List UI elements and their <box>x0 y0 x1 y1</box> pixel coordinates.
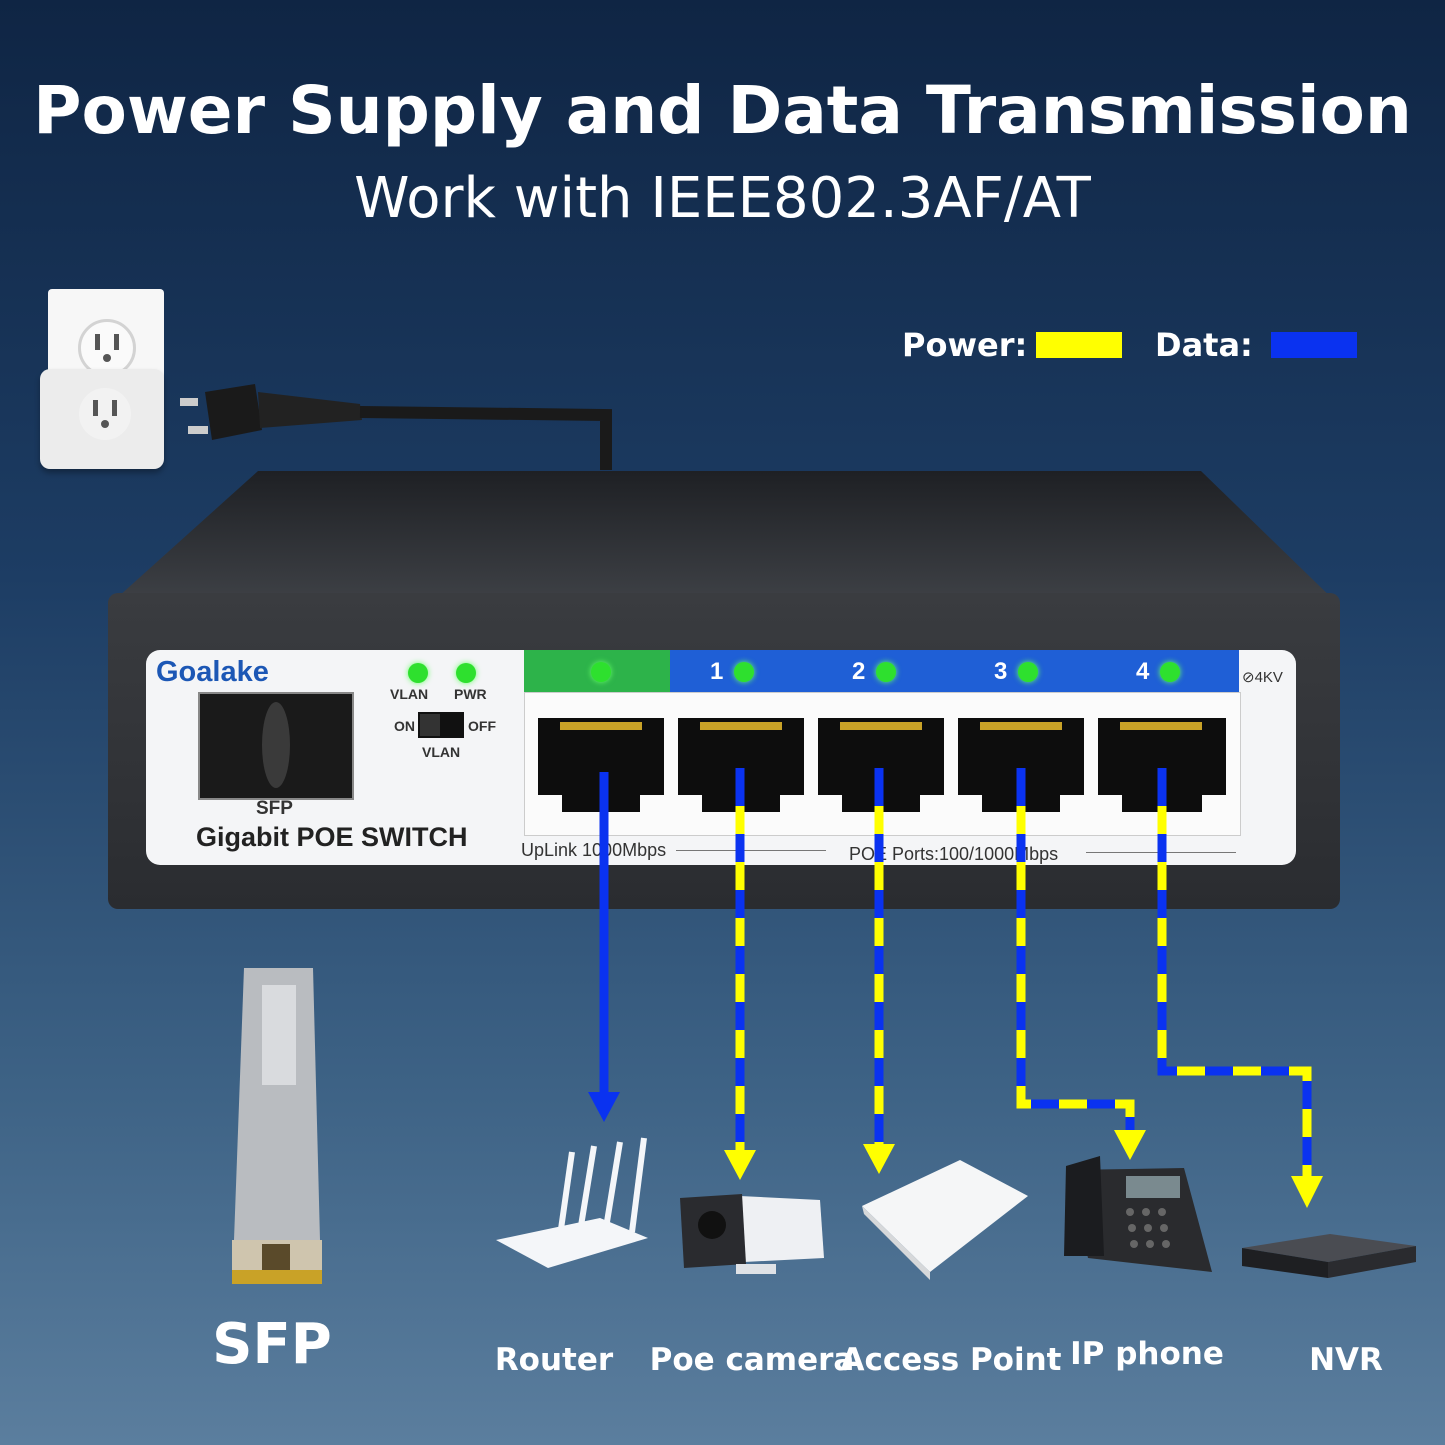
camera-icon <box>680 1194 824 1274</box>
outlet-socket <box>76 385 134 443</box>
legend-data-swatch <box>1271 332 1357 358</box>
router-icon <box>496 1137 648 1268</box>
page-title: Power Supply and Data Transmission <box>33 72 1412 149</box>
led-pwr-label: PWR <box>454 686 487 702</box>
port-led <box>876 662 896 682</box>
poe-line-3 <box>1016 768 1146 1160</box>
rj45-port-2[interactable] <box>818 718 944 812</box>
port-led <box>1160 662 1180 682</box>
legend-data-label: Data: <box>1155 326 1253 364</box>
port-number: 3 <box>994 658 1008 685</box>
poe-ports-label: POE Ports:100/1000Mbps <box>849 844 1059 864</box>
device-label-nvr: NVR <box>1309 1342 1383 1378</box>
port-led <box>1018 662 1038 682</box>
power-outlet-icon <box>40 289 164 469</box>
poe-line-4 <box>1157 768 1323 1208</box>
rj45-port-4[interactable] <box>1098 718 1226 812</box>
uplink-bar <box>524 650 670 692</box>
led-vlan-label: VLAN <box>390 686 429 702</box>
rj45-port-uplink[interactable] <box>538 718 664 812</box>
poe-line-1 <box>724 768 756 1180</box>
uplink-label: UpLink 1000Mbps <box>521 840 667 860</box>
toggle-on-label: ON <box>394 718 415 734</box>
legend-power-label: Power: <box>902 326 1028 364</box>
poe-line-2 <box>863 768 895 1174</box>
port-number: 1 <box>710 658 724 685</box>
port-number: 4 <box>1136 658 1150 685</box>
sfp-slot[interactable] <box>198 692 354 800</box>
brand-logo: Goalake <box>156 656 269 688</box>
uplink-led <box>591 662 611 682</box>
port-led <box>734 662 754 682</box>
device-label-camera: Poe camera <box>649 1342 855 1378</box>
access-point-icon <box>862 1160 1028 1280</box>
toggle-off-label: OFF <box>468 718 496 734</box>
outlet-adapter <box>40 369 164 469</box>
ip-phone-icon <box>1064 1156 1212 1272</box>
sfp-module-label: SFP <box>212 1312 332 1377</box>
rj45-port-1[interactable] <box>678 718 804 812</box>
port-number: 2 <box>852 658 866 685</box>
uplink-line <box>588 772 620 1122</box>
nvr-icon <box>1242 1234 1416 1278</box>
legend-power-swatch <box>1036 332 1122 358</box>
device-label-router: Router <box>494 1342 614 1378</box>
surge-label: ⊘4KV <box>1242 669 1283 686</box>
vlan-led <box>408 663 428 683</box>
device-label-access-point: Access Point <box>840 1342 1062 1378</box>
pwr-led <box>456 663 476 683</box>
toggle-name-label: VLAN <box>422 744 461 760</box>
poe-bar: 1 2 3 4 <box>670 650 1239 692</box>
sfp-slot-label: SFP <box>256 798 293 819</box>
model-label: Gigabit POE SWITCH <box>196 822 468 852</box>
vlan-toggle-switch[interactable] <box>418 712 464 738</box>
page-subtitle: Work with IEEE802.3AF/AT <box>354 166 1091 231</box>
sfp-module-icon <box>232 968 322 1284</box>
rj45-port-3[interactable] <box>958 718 1084 812</box>
device-label-ip-phone: IP phone <box>1070 1336 1224 1372</box>
